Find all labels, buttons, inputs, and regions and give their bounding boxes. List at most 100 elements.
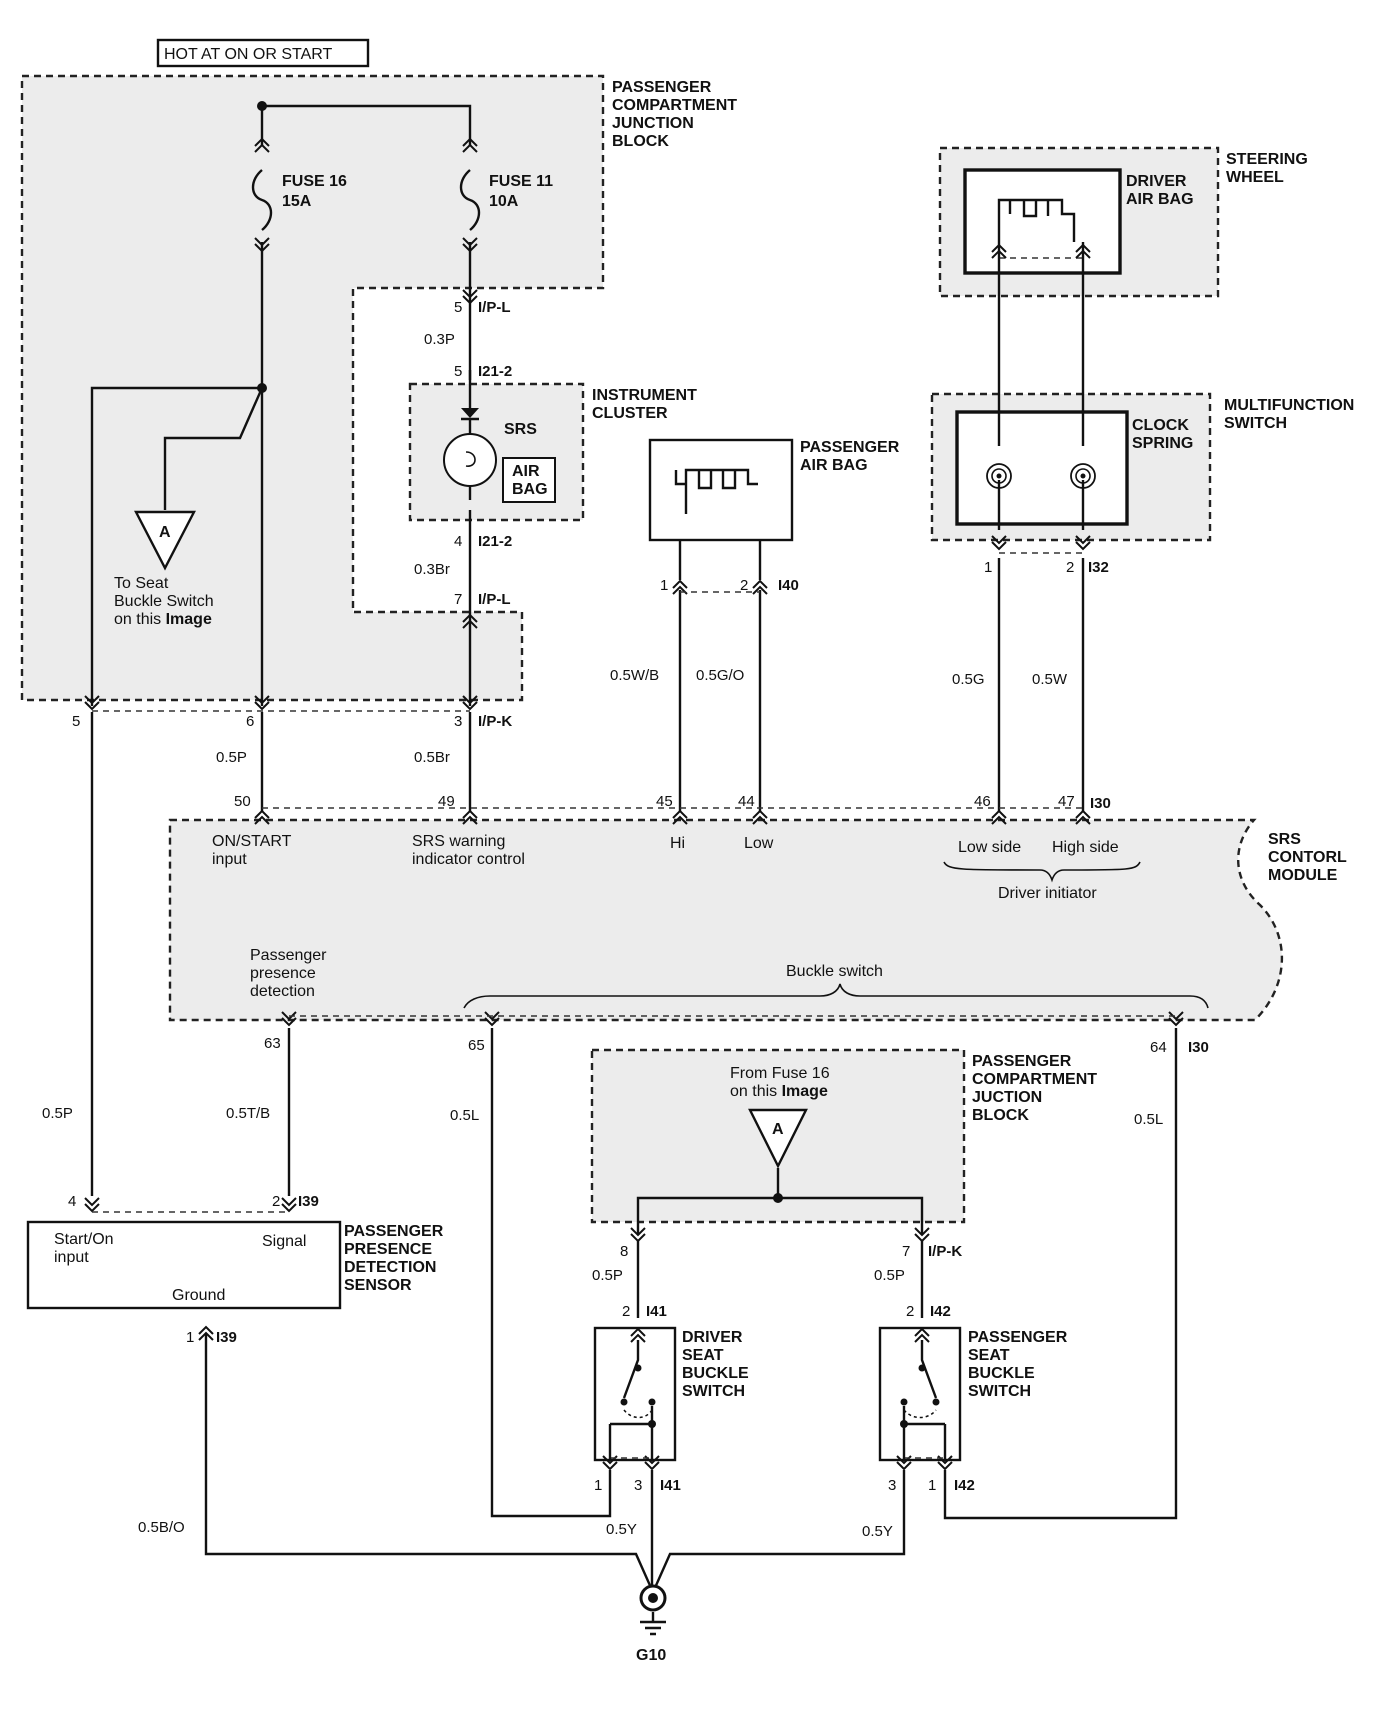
wire-0.5g: 0.5G <box>952 671 985 688</box>
pin-1-i40: 1 <box>660 577 668 594</box>
driver-buckle-switch-symbol <box>608 1340 656 1460</box>
driver-airbag-element <box>997 198 1076 242</box>
pin-2-i42: 2 <box>906 1303 914 1320</box>
hot-label-box <box>156 38 370 68</box>
passenger-buckle-switch-symbol <box>900 1340 947 1460</box>
pin-2-i39: 2 <box>272 1193 280 1210</box>
pin-7-ipk: 7 <box>902 1243 910 1260</box>
clock-spring-coil-right <box>1070 463 1096 489</box>
pin-5-ipl: 5 <box>454 299 462 316</box>
connector-ip-k-bottom: I/P-K <box>928 1243 962 1260</box>
wire-0.5wb: 0.5W/B <box>610 667 659 684</box>
ref-a-letter-bottom: A <box>772 1121 784 1138</box>
pin-44: 44 <box>738 793 755 810</box>
wire-0.5tb: 0.5T/B <box>226 1105 270 1122</box>
pin-5-i21: 5 <box>454 363 462 380</box>
pin-5-ipk: 5 <box>72 713 80 730</box>
pin-4-i21: 4 <box>454 533 462 550</box>
connector-ip-l-bottom: I/P-L <box>478 591 511 608</box>
wire-0.5l-65: 0.5L <box>450 1107 479 1124</box>
signal-pin-label: Signal <box>262 1233 306 1250</box>
connector-i39-top: I39 <box>298 1193 319 1210</box>
fuse16-rating: 15A <box>282 193 312 210</box>
wire-0.5p-8: 0.5P <box>592 1267 623 1284</box>
ref-a-letter-top: A <box>159 524 171 541</box>
pin-1-i42: 1 <box>928 1477 936 1494</box>
pin-46: 46 <box>974 793 991 810</box>
pin-49: 49 <box>438 793 455 810</box>
connector-i32: I32 <box>1088 559 1109 576</box>
passenger-airbag-box <box>648 438 794 542</box>
connector-ip-l-top: I/P-L <box>478 299 511 316</box>
clock-spring-box <box>955 410 1129 526</box>
pin-1-i32: 1 <box>984 559 992 576</box>
pin-63: 63 <box>264 1035 281 1052</box>
wire-0.5bo: 0.5B/O <box>138 1519 185 1536</box>
pin-2-i32: 2 <box>1066 559 1074 576</box>
high-side-pin-label: High side <box>1052 839 1119 856</box>
low-side-pin-label: Low side <box>958 839 1021 856</box>
ground-pin-label: Ground <box>172 1287 225 1304</box>
connector-i21-2-top: I21-2 <box>478 363 512 380</box>
pin-64: 64 <box>1150 1039 1167 1056</box>
wire-0.5go: 0.5G/O <box>696 667 744 684</box>
fuse11-symbol <box>459 169 481 231</box>
pin-2-i41: 2 <box>622 1303 630 1320</box>
clock-spring-coil-left <box>986 463 1012 489</box>
driver-buckle-box <box>593 1326 677 1462</box>
pin-3-i42: 3 <box>888 1477 896 1494</box>
passenger-buckle-box <box>878 1326 962 1462</box>
wire-0.5l-64: 0.5L <box>1134 1111 1163 1128</box>
fuse11-rating: 10A <box>489 193 519 210</box>
pin-4-i39: 4 <box>68 1193 76 1210</box>
srs-lamp-symbol <box>443 433 497 487</box>
pin-6-ipk: 6 <box>246 713 254 730</box>
srs-lamp-label: SRS <box>504 421 537 438</box>
pin-3-i41: 3 <box>634 1477 642 1494</box>
low-pin-label: Low <box>744 835 774 852</box>
pin-1-i39: 1 <box>186 1329 194 1346</box>
connector-ip-k-top: I/P-K <box>478 713 512 730</box>
driver-initiator-label: Driver initiator <box>998 885 1097 902</box>
passenger-airbag-element <box>674 468 758 514</box>
hi-pin-label: Hi <box>670 835 685 852</box>
connector-i41-top: I41 <box>646 1303 667 1320</box>
pin-65: 65 <box>468 1037 485 1054</box>
connector-i42-bottom: I42 <box>954 1477 975 1494</box>
ground-label: G10 <box>636 1647 666 1664</box>
pin-8-ipk: 8 <box>620 1243 628 1260</box>
hot-label: HOT AT ON OR START <box>164 46 333 63</box>
ground-symbol <box>639 1584 667 1636</box>
fuse16-symbol <box>251 169 273 231</box>
fuse11-name: FUSE 11 <box>489 173 553 190</box>
fuse16-name: FUSE 16 <box>282 173 347 190</box>
connector-i30-bottom: I30 <box>1188 1039 1209 1056</box>
wire-0.5y-left: 0.5Y <box>606 1521 637 1538</box>
pin-1-i41: 1 <box>594 1477 602 1494</box>
pin-45: 45 <box>656 793 673 810</box>
ppd-sensor-box <box>26 1220 342 1310</box>
wire-0.3br: 0.3Br <box>414 561 450 578</box>
pin-50: 50 <box>234 793 251 810</box>
wire-0.5w: 0.5W <box>1032 671 1068 688</box>
pin-7-ipl: 7 <box>454 591 462 608</box>
ref-a-triangle-bottom <box>748 1108 808 1169</box>
